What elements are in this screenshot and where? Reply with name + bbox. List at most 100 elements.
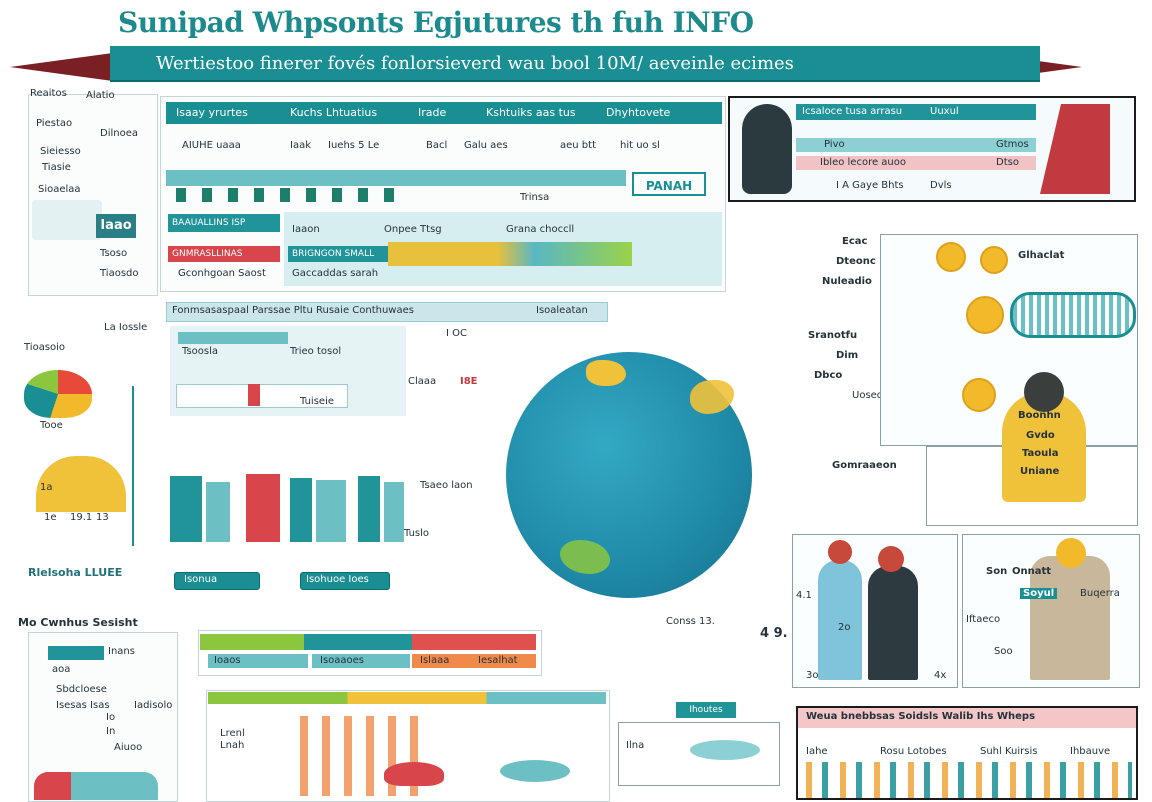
mid-label: Claaa	[408, 376, 437, 387]
coin-icon	[966, 296, 1004, 334]
bottom-center-label: Iesalhat	[478, 655, 518, 666]
bottom-bar-seg	[412, 634, 536, 650]
table-header-cell[interactable]: Kshtuiks aas tus	[486, 106, 576, 119]
bottom-center-label: Islaaa	[420, 655, 450, 666]
right-label: Uosed	[852, 390, 884, 401]
bottom-left-bar	[48, 646, 104, 660]
right-label: Gvdo	[1026, 430, 1055, 441]
progress-strip	[166, 170, 626, 186]
left-tag[interactable]: GNMRASLLINAS	[168, 246, 280, 262]
top-right-row	[796, 156, 1036, 170]
sub-label: Grana choccll	[506, 224, 575, 235]
people-right-label: Soyul	[1020, 588, 1058, 599]
bottom-bar-seg	[312, 654, 410, 668]
panah-button[interactable]: PANAH	[632, 172, 706, 196]
people-num: 4.1	[796, 590, 812, 601]
right-label: Taoula	[1022, 448, 1059, 459]
table-cell: Galu aes	[464, 140, 508, 151]
mid-number: 19.1	[70, 512, 93, 523]
top-right-label: Icsaloce tusa arrasu	[802, 106, 903, 117]
bottom-center-label: Lrenl	[220, 728, 245, 739]
bottom-left-item: Aiuoo	[114, 742, 143, 753]
bottom-bar-seg	[304, 634, 412, 650]
person-head	[828, 540, 852, 564]
left-info-panel	[28, 94, 158, 296]
right-label: Gomraaeon	[832, 460, 897, 471]
chip-label: Isonua	[184, 574, 218, 585]
bottom-left-illustration	[34, 772, 158, 800]
left-tag-text: Gconhgoan Saost	[178, 268, 266, 279]
mid-label: Tuslo	[404, 528, 430, 539]
table-cell: Iaak	[290, 140, 311, 151]
bottom-left-title: Mo Cwnhus Sesisht	[18, 616, 138, 629]
table-header-cell[interactable]: Dhyhtovete	[606, 106, 671, 119]
right-label: Ecac	[842, 236, 868, 247]
table-cell: hit uo sl	[620, 140, 660, 151]
chip-button[interactable]	[300, 572, 390, 590]
top-right-label: Gtmos	[996, 139, 1029, 150]
table-header-bar	[166, 102, 722, 124]
mid-label: Tioasoio	[24, 342, 66, 353]
ribbon-tail-left	[10, 52, 120, 82]
mid-bar	[178, 332, 288, 344]
mid-label: I8E	[460, 376, 478, 387]
chip-label: Isohuoe Ioes	[306, 574, 369, 585]
bottom-left-item: Sbdcloese	[56, 684, 107, 695]
chip-button[interactable]	[174, 572, 260, 590]
right-label: Sranotfu	[808, 330, 858, 341]
people-right-label: Buqerra	[1080, 588, 1120, 599]
globe-continent	[586, 360, 626, 386]
mid-box	[176, 384, 348, 408]
right-label: Dteonc	[836, 256, 876, 267]
bottom-bar-panel	[198, 630, 542, 676]
right-label: Dbco	[814, 370, 843, 381]
right-label: Boonhn	[1018, 410, 1061, 421]
right-label: Uniane	[1020, 466, 1060, 477]
top-right-label: Dvls	[930, 180, 952, 191]
page-title: Sunipad Whpsonts Egjutures th fuh INFO	[118, 6, 754, 39]
bottom-right-panel	[796, 706, 1138, 800]
pie-illustration	[24, 370, 92, 418]
top-right-label: Dtso	[996, 157, 1019, 168]
yellow-shape	[36, 456, 126, 512]
bottom-right-header	[798, 708, 1136, 728]
mid-label: La Iossle	[104, 322, 148, 333]
mid-label: Tsaeo laon	[420, 480, 473, 491]
pipe-illustration	[1010, 292, 1136, 338]
bottom-right-title: Weua bnebbsas Soidsls Walib Ihs Wheps	[806, 711, 1036, 722]
bar	[290, 478, 312, 542]
person-left	[818, 560, 862, 680]
table-header-cell[interactable]: Kuchs Lhtuatius	[290, 106, 378, 119]
table-header-cell[interactable]: Irade	[418, 106, 447, 119]
table-header-cell[interactable]: Isaay yrurtes	[176, 106, 248, 119]
right-label: Nuleadio	[822, 276, 872, 287]
mid-footer: Rlelsoha LLUEE	[28, 566, 123, 579]
mid-label: I OC	[446, 328, 467, 339]
bottom-left-item: Isesas Isas	[56, 700, 110, 711]
mid-number: 1e	[44, 512, 57, 523]
bottom-mid-panel	[618, 722, 780, 786]
sub-tag[interactable]: BRIGNGON SMALL	[288, 246, 388, 262]
person-head	[878, 546, 904, 572]
coin-icon	[962, 378, 996, 412]
bottom-bar-seg	[200, 634, 304, 650]
bottom-mid-tag[interactable]: Ihoutes	[676, 702, 736, 718]
mid-label: Tuiseie	[300, 396, 334, 407]
column-figure	[166, 432, 406, 542]
bar	[206, 482, 230, 542]
bar	[170, 476, 202, 542]
table-cell: Iuehs 5 Le	[328, 140, 380, 151]
gradient-bar	[388, 242, 632, 266]
info-strip-right: Isoaleatan	[536, 305, 588, 316]
mid-label: Trieo tosol	[290, 346, 342, 357]
top-right-label: Ibleo lecore auoo	[820, 157, 906, 168]
left-badge: Iaao	[96, 214, 136, 238]
top-right-label: I A Gaye Bhts	[836, 180, 904, 191]
left-label: Dilnoea	[100, 128, 138, 139]
bottom-chart-header	[208, 692, 606, 704]
mini-label: 4 9.	[760, 626, 788, 641]
mid-label: Tooe	[40, 420, 63, 431]
table-cell: aeu btt	[560, 140, 596, 151]
bottom-mid-figure	[690, 740, 760, 760]
left-tag[interactable]: BAAUALLINS ISP	[168, 214, 280, 232]
